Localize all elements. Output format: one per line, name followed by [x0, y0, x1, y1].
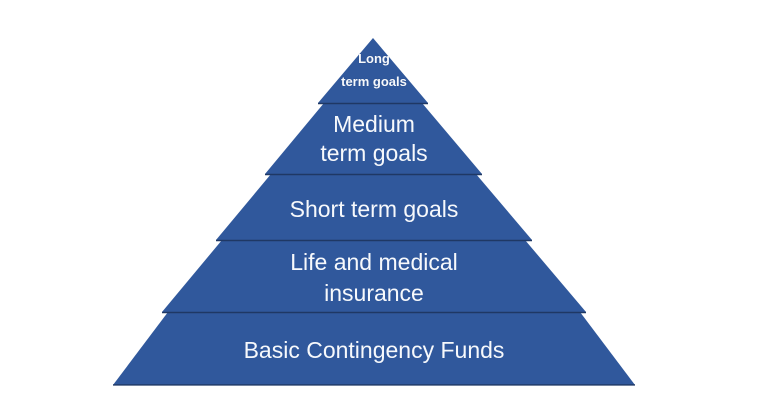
pyramid-level-3-shape — [216, 174, 532, 240]
pyramid-level-2-shape — [265, 103, 482, 174]
pyramid-level-4-shape — [162, 240, 586, 312]
pyramid-level-5-shape — [113, 312, 635, 385]
pyramid-level-1-shape — [318, 38, 428, 103]
